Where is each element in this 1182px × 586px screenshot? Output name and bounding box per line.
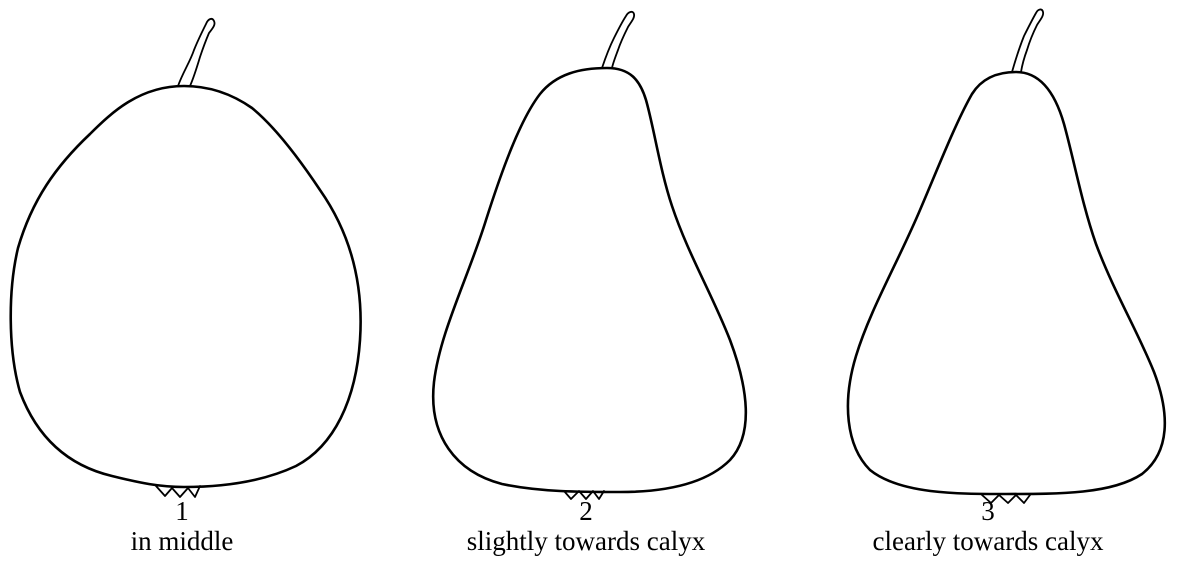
pear-3-calyx <box>981 494 1031 504</box>
pear-3 <box>846 8 1167 504</box>
pear-2-caption: 2 slightly towards calyx <box>396 496 776 556</box>
pear-1-caption: 1 in middle <box>0 496 372 556</box>
pear-2-number: 2 <box>579 496 593 526</box>
pear-1-label: in middle <box>130 526 234 556</box>
pear-3-stalk <box>1011 8 1045 73</box>
pear-2-stalk <box>601 10 636 69</box>
pear-3-label: clearly towards calyx <box>872 526 1104 556</box>
pear-1-outline <box>9 84 362 489</box>
pear-2-calyx <box>563 490 605 500</box>
pear-1 <box>9 17 362 498</box>
pear-3-outline <box>846 70 1167 496</box>
pear-1-number: 1 <box>175 496 189 526</box>
pear-3-caption: 3 clearly towards calyx <box>798 496 1178 556</box>
pear-1-calyx <box>155 485 201 498</box>
pear-2-outline <box>431 66 748 494</box>
pear-1-stalk <box>177 17 216 87</box>
pear-2 <box>431 10 748 500</box>
pear-2-label: slightly towards calyx <box>466 526 706 556</box>
pear-3-number: 3 <box>981 496 995 526</box>
